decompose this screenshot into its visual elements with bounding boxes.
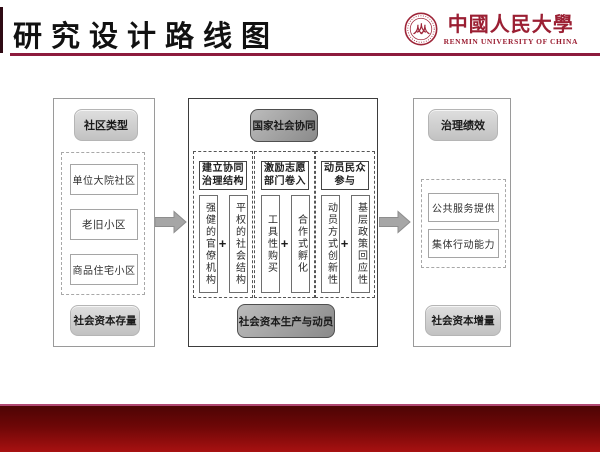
group-header-line1: 建立协同: [202, 163, 244, 174]
logo-en-text: RENMIN UNIVERSITY OF CHINA: [443, 36, 578, 46]
group-header: 激励志愿 部门卷入: [261, 161, 309, 190]
pill-state-society-synergy: 国家社会协同: [250, 109, 318, 142]
item-commercial-community: 商品住宅小区: [70, 254, 138, 285]
logo-cn-text: 中國人民大學: [447, 13, 574, 36]
pill-social-capital-production: 社会资本生产与动员: [237, 304, 335, 338]
vbox-instrumental-purchase: 工具性购买: [261, 195, 280, 293]
vbox-policy-responsiveness: 基层政策回应性: [351, 195, 370, 293]
pill-social-capital-increment: 社会资本增量: [425, 305, 501, 336]
vbox-cooperative-incubation: 合作式孵化: [291, 195, 310, 293]
ruc-seal-icon: 人 人 人: [404, 12, 438, 46]
group-header-line1: 激励志愿: [264, 163, 306, 174]
plus-sign: +: [218, 235, 227, 251]
flow-arrow-right-icon: [379, 210, 411, 234]
pill-community-type: 社区类型: [74, 109, 138, 141]
panel-community-types: 社区类型 单位大院社区 老旧小区 商品住宅小区 社会资本存量: [53, 98, 155, 347]
page-title: 研究设计路线图: [13, 21, 280, 53]
group-voluntary-sector: 激励志愿 部门卷入 工具性购买 + 合作式孵化: [254, 151, 315, 298]
group-header-line2: 部门卷入: [264, 175, 306, 187]
item-old-community: 老旧小区: [70, 209, 138, 240]
performance-items-container: 公共服务提供 集体行动能力: [421, 179, 506, 268]
group-governance-structure: 建立协同 治理结构 强健的官僚机构 + 平权的社会结构: [193, 151, 253, 298]
group-header: 建立协同 治理结构: [199, 161, 247, 190]
logo-text: 中國人民大學 RENMIN UNIVERSITY OF CHINA: [444, 13, 578, 46]
group-header-line1: 动员民众: [324, 163, 366, 174]
svg-text:人: 人: [413, 24, 423, 37]
community-items-container: 单位大院社区 老旧小区 商品住宅小区: [61, 152, 145, 295]
panel-governance-performance: 治理绩效 公共服务提供 集体行动能力 社会资本增量: [413, 98, 511, 347]
group-header-line2: 参与: [334, 175, 356, 187]
vbox-egalitarian-structure: 平权的社会结构: [229, 195, 248, 293]
pill-social-capital-stock: 社会资本存量: [70, 305, 140, 336]
group-mass-participation: 动员民众 参与 动员方式创新性 + 基层政策回应性: [315, 151, 375, 298]
group-header-line2: 治理结构: [202, 175, 244, 187]
item-public-service: 公共服务提供: [428, 193, 499, 222]
item-collective-action: 集体行动能力: [428, 229, 499, 258]
plus-sign: +: [340, 235, 349, 251]
flow-arrow-left-icon: [155, 210, 187, 234]
group-header: 动员民众 参与: [321, 161, 369, 190]
title-accent-bar: [0, 7, 3, 53]
pill-governance-performance: 治理绩效: [428, 109, 498, 141]
university-logo: 人 人 人 中國人民大學 RENMIN UNIVERSITY OF CHINA: [404, 12, 578, 46]
svg-text:人: 人: [420, 24, 430, 37]
bottom-band: [0, 404, 600, 452]
vbox-strong-bureaucracy: 强健的官僚机构: [199, 195, 218, 293]
svg-text:人: 人: [416, 22, 426, 35]
plus-sign: +: [280, 235, 289, 251]
title-underline: [10, 53, 600, 56]
item-danwei-community: 单位大院社区: [70, 164, 138, 195]
panel-state-society: 国家社会协同 建立协同 治理结构 强健的官僚机构 + 平权的社会结构 激励志愿 …: [188, 98, 378, 347]
vbox-mobilization-innovation: 动员方式创新性: [321, 195, 340, 293]
